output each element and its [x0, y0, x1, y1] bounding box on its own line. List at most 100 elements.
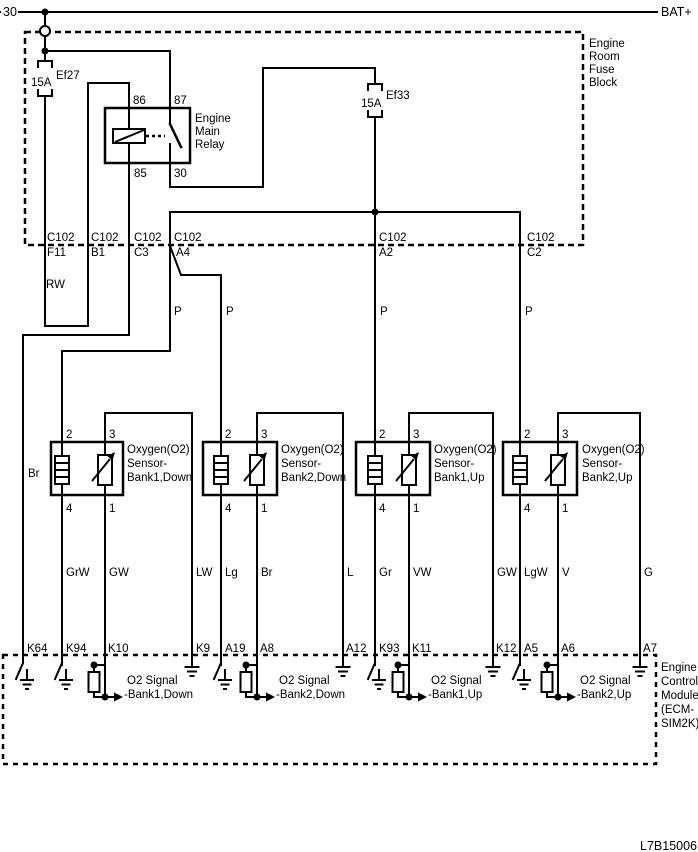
sensor-pin-label: 1: [109, 503, 115, 515]
ecm-label: (ECM-: [661, 704, 694, 716]
resistor-icon: [540, 671, 554, 693]
ecm-pin-label: K93: [379, 643, 399, 655]
wire-color-label: Br: [261, 567, 273, 579]
wire-color-label: P: [174, 306, 182, 318]
signal-label: -Bank2,Up: [577, 689, 631, 701]
sensor-pin-label: 4: [524, 503, 531, 515]
fuse-icon: [367, 110, 383, 118]
oxygen-sensor-bank1-down: [49, 440, 125, 497]
connector-pin-label: C3: [134, 247, 149, 259]
engine-room-fuse-block-outline: [23, 30, 585, 247]
sensor-label: Bank1,Down: [127, 472, 192, 484]
ecm-pin-label: A8: [260, 643, 274, 655]
connector-label: C102: [174, 232, 202, 244]
sensor-label: Sensor-: [127, 458, 167, 470]
battery-rail: [0, 3, 658, 18]
sensor-pin-label: 2: [379, 429, 385, 441]
resistor-icon: [87, 671, 101, 693]
heater-element-icon: [512, 441, 528, 496]
ecm-pin-label: A19: [225, 643, 245, 655]
sensor-pin-label: 4: [225, 503, 232, 515]
ecm-pin-label: A7: [643, 643, 657, 655]
fuse-block-label: Fuse: [589, 64, 615, 76]
fuse-icon: [37, 89, 53, 97]
wire-color-label: P: [380, 306, 388, 318]
arrow-icon: [567, 692, 576, 702]
ecm-pin-label: K94: [66, 643, 87, 655]
switched-ground-k64: [14, 654, 34, 690]
fuse-id: Ef33: [386, 90, 410, 102]
fuse-block-label: Engine: [589, 38, 625, 50]
wire-gw2: [408, 412, 494, 656]
connector-label: C102: [379, 232, 407, 244]
diagram-code: L7B15006: [640, 839, 697, 852]
ecm-pin-label: A12: [346, 643, 366, 655]
wire-p1: [61, 211, 171, 443]
fuse-id: Ef27: [56, 70, 80, 82]
sensor-pin-label: 3: [109, 429, 115, 441]
sensing-element-icon: [243, 441, 267, 496]
relay-pin-label: 87: [174, 95, 187, 107]
signal-label: O2 Signal: [580, 675, 631, 687]
wire-rw: [44, 82, 130, 327]
connector-label: C102: [47, 232, 75, 244]
ecm-label: Engine: [661, 662, 697, 674]
wire-color-label: Br: [28, 468, 40, 480]
signal-label: O2 Signal: [279, 675, 330, 687]
sensor-label: Sensor-: [281, 458, 321, 470]
wire-lw: [104, 412, 193, 656]
sensor-label: Oxygen(O2): [434, 444, 497, 456]
ecm-label: Control: [661, 676, 698, 688]
terminal-bat-label: BAT+: [661, 5, 692, 19]
ecm-label: Module: [661, 690, 698, 702]
sensor-pin-label: 2: [524, 429, 530, 441]
sensor-pin-label: 1: [562, 503, 568, 515]
wire-color-label: P: [226, 306, 234, 318]
connector-pin-label: B1: [91, 247, 105, 259]
signal-label: -Bank1,Down: [124, 689, 193, 701]
wire-color-label: V: [562, 567, 570, 579]
ecm-pin-label: K12: [496, 643, 516, 655]
sensor-pin-label: 1: [413, 503, 419, 515]
ecm-pin-label: K64: [27, 643, 48, 655]
relay-label: Relay: [195, 139, 225, 151]
signal-tap-k11: [391, 661, 427, 702]
ecm-pin-label: A6: [561, 643, 575, 655]
wire-color-label: RW: [46, 279, 65, 291]
connector-pin-label: C2: [527, 247, 542, 259]
fuse-icon: [37, 60, 53, 68]
wire-color-label: VW: [413, 567, 432, 579]
heater-element-icon: [54, 441, 70, 496]
signal-label: -Bank1,Up: [428, 689, 482, 701]
switched-ground-a5: [511, 654, 531, 690]
relay-pin-label: 85: [134, 168, 147, 180]
sensor-pin-label: 4: [66, 503, 73, 515]
wire-l: [256, 412, 344, 656]
sensor-label: Sensor-: [434, 458, 474, 470]
signal-tap-k10: [87, 661, 123, 702]
sensor-label: Bank2,Up: [582, 472, 633, 484]
ground-a12: [335, 654, 351, 677]
wire-color-label: GW: [109, 567, 129, 579]
heater-element-icon: [367, 441, 383, 496]
connector-pin-label: F11: [47, 247, 66, 259]
arrow-icon: [418, 692, 427, 702]
wire-br: [22, 162, 130, 656]
oxygen-sensor-bank1-up: [354, 440, 432, 497]
ecm-pin-label: A5: [524, 643, 538, 655]
relay-pin-label: 86: [133, 95, 146, 107]
wire-color-label: Gr: [379, 567, 392, 579]
signal-tap-a6: [540, 661, 576, 702]
wire-g: [557, 412, 641, 656]
sensor-pin-label: 2: [225, 429, 231, 441]
sensor-pin-label: 2: [66, 429, 72, 441]
fuse-block-label: Room: [589, 51, 620, 63]
connector-circle-icon: [39, 25, 51, 37]
relay-label: Main: [195, 126, 220, 138]
sensor-pin-label: 4: [379, 503, 386, 515]
terminal-30-label: 30: [3, 5, 17, 19]
wire-color-label: G: [644, 567, 653, 579]
switched-ground-k94: [53, 654, 73, 690]
signal-label: -Bank2,Down: [276, 689, 345, 701]
resistor-icon: [391, 671, 405, 693]
